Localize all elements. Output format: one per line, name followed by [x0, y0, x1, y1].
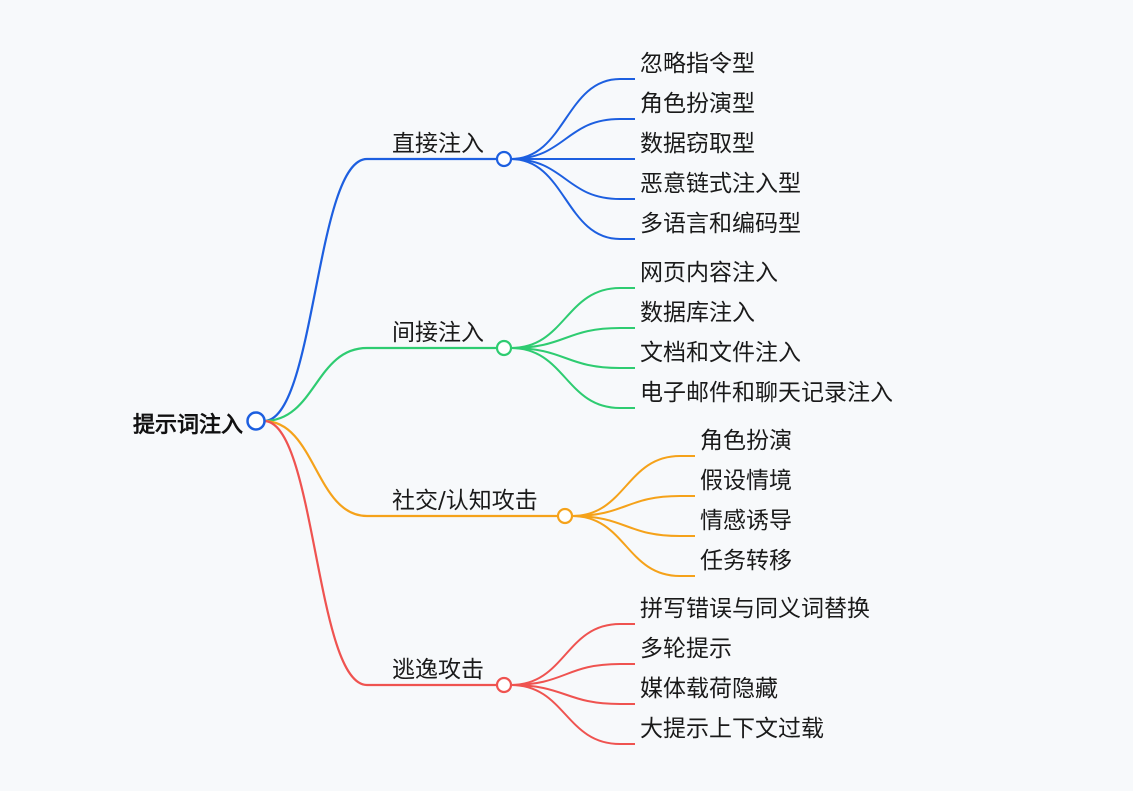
root-to-branch-edge-3	[263, 419, 368, 518]
branch-to-child-edge	[510, 623, 621, 686]
edges-layer	[263, 78, 695, 745]
leaf-label[interactable]: 数据窃取型	[640, 131, 755, 157]
branch-node-circle-2[interactable]	[495, 339, 513, 357]
branch-node-circle-1[interactable]	[495, 150, 513, 168]
branch-to-child-edge	[510, 327, 621, 349]
leaf-label[interactable]: 多语言和编码型	[640, 211, 801, 237]
branch-to-child-edge	[510, 287, 621, 349]
branch-to-child-edge	[510, 663, 621, 686]
branch-to-child-edge	[510, 158, 621, 240]
leaf-label[interactable]: 媒体载荷隐藏	[640, 676, 778, 702]
leaf-label[interactable]: 网页内容注入	[640, 260, 778, 286]
branch-node-circle-4[interactable]	[495, 676, 513, 694]
branch-label-3[interactable]: 社交/认知攻击	[392, 488, 538, 514]
nodes-layer: 提示词注入 直接注入 忽略指令型角色扮演型数据窃取型恶意链式注入型多语言和编码型间…	[133, 51, 893, 742]
branch-to-child-edge	[510, 158, 621, 200]
branch-to-child-edge	[510, 347, 621, 409]
leaf-label[interactable]: 电子邮件和聊天记录注入	[640, 380, 893, 406]
root-to-branch-edge-1	[263, 157, 368, 423]
leaf-label[interactable]: 文档和文件注入	[640, 340, 801, 366]
branch-to-child-edge	[510, 684, 621, 705]
root-to-branch-edge-2	[263, 346, 368, 423]
leaf-label[interactable]: 忽略指令型	[640, 51, 755, 77]
branch-label-1[interactable]: 直接注入	[392, 131, 484, 157]
branch-to-child-edge	[510, 347, 621, 369]
branch-label-4[interactable]: 逃逸攻击	[392, 657, 484, 683]
root-label: 提示词注入	[133, 412, 243, 438]
branch-to-child-edge	[510, 78, 621, 160]
branch-label-2[interactable]: 间接注入	[392, 320, 484, 346]
leaf-label[interactable]: 数据库注入	[640, 300, 755, 326]
root-to-branch-edge-4	[263, 419, 368, 687]
leaf-label[interactable]: 拼写错误与同义词替换	[640, 596, 870, 622]
branch-to-child-edge	[571, 455, 681, 517]
leaf-label[interactable]: 多轮提示	[640, 636, 732, 662]
branch-to-child-edge	[571, 515, 681, 537]
leaf-label[interactable]: 角色扮演型	[640, 91, 755, 117]
leaf-label[interactable]: 恶意链式注入型	[640, 171, 801, 197]
branch-node-circle-3[interactable]	[556, 507, 574, 525]
leaf-label[interactable]: 情感诱导	[700, 508, 792, 534]
leaf-label[interactable]: 任务转移	[700, 548, 792, 574]
branch-to-child-edge	[510, 118, 621, 160]
branch-to-child-edge	[571, 515, 681, 577]
leaf-label[interactable]: 假设情境	[700, 468, 792, 494]
root-node-circle[interactable]	[246, 411, 266, 431]
branch-to-child-edge	[571, 495, 681, 517]
leaf-label[interactable]: 角色扮演	[700, 428, 792, 454]
leaf-label[interactable]: 大提示上下文过载	[640, 716, 824, 742]
branch-to-child-edge	[510, 684, 621, 745]
